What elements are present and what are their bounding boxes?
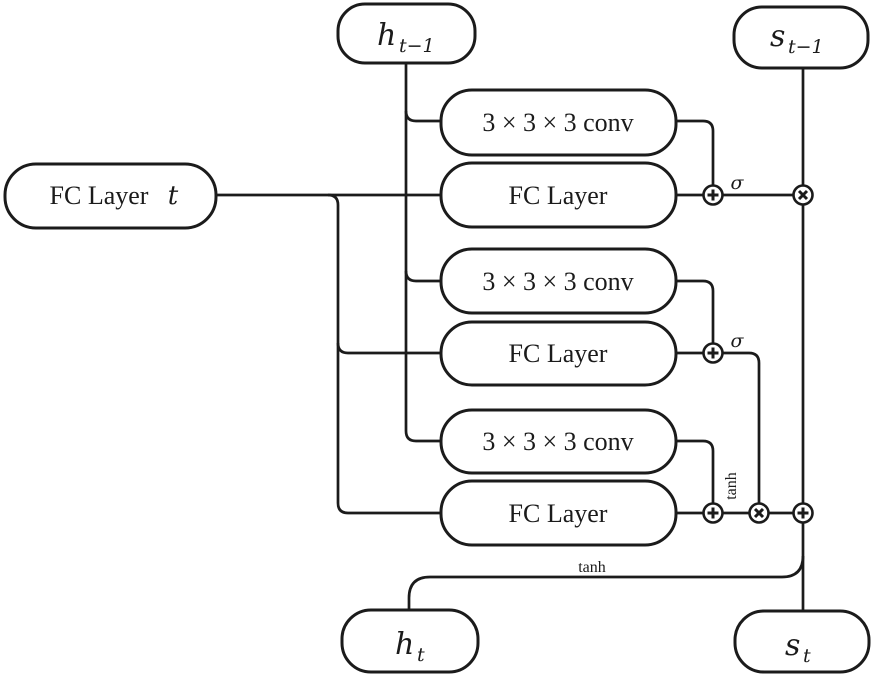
label-h-prev-subscript: t−1 [399, 35, 435, 57]
node-h-out [340, 608, 480, 674]
node-conv1 [439, 88, 678, 157]
label-tanh-output: tanh [578, 559, 606, 576]
multiply-operator-1 [792, 184, 814, 206]
node-conv3 [439, 408, 678, 475]
wire-hprev-trunk [404, 63, 441, 443]
wire-hprev-to-conv1 [404, 110, 441, 123]
label-h-out-subscript: t [417, 644, 425, 666]
wire-fcinput-to-fc2 [336, 342, 441, 355]
label-sigma-2: σ [731, 330, 745, 352]
label-fc3: FC Layer [509, 499, 608, 528]
times-icon [753, 507, 765, 519]
label-fc1: FC Layer [509, 181, 608, 210]
node-h-prev [336, 2, 477, 65]
label-fc-input-var: t [168, 181, 179, 211]
node-fc1 [439, 161, 678, 229]
plus-icon [707, 507, 719, 519]
wire-conv3-out [676, 439, 715, 504]
wire-fcinput-trunk [327, 193, 441, 515]
label-s-prev-subscript: t−1 [788, 36, 824, 58]
wire-add2-to-mul3 [722, 351, 761, 504]
node-conv2 [439, 247, 678, 315]
label-conv1: 3 × 3 × 3 conv [482, 108, 633, 137]
add-operator-3 [702, 502, 724, 524]
wire-conv2-out [676, 279, 715, 344]
labels: h t−1 s t−1 FC Layer t 3 × 3 × 3 conv FC… [50, 18, 824, 667]
multiply-operator-3 [748, 502, 770, 524]
node-fc3 [439, 479, 678, 547]
label-h-prev: h [377, 18, 396, 53]
label-fc2: FC Layer [509, 339, 608, 368]
node-s-out [733, 609, 871, 674]
label-s-prev: s [770, 19, 785, 54]
wire-tanh-to-hout [407, 555, 805, 610]
node-s-prev [732, 5, 870, 70]
label-s-out: s [785, 628, 800, 663]
add-operator-4 [792, 502, 814, 524]
plus-icon [707, 189, 719, 201]
node-fc2 [439, 320, 678, 387]
add-operator-1 [702, 184, 724, 206]
label-h-out: h [395, 627, 414, 662]
add-operator-2 [702, 342, 724, 364]
plus-icon [707, 347, 719, 359]
label-conv3: 3 × 3 × 3 conv [482, 427, 633, 456]
plus-icon [797, 507, 809, 519]
wire-conv1-out [676, 119, 715, 186]
label-s-out-subscript: t [803, 645, 811, 667]
nodes [3, 2, 871, 674]
label-fc-input: FC Layer [50, 181, 149, 210]
label-conv2: 3 × 3 × 3 conv [482, 267, 633, 296]
node-fc-input [3, 162, 218, 230]
wire-hprev-to-conv2 [404, 270, 441, 283]
label-sigma-1: σ [731, 172, 745, 194]
times-icon [797, 189, 809, 201]
operator-gates [702, 184, 814, 524]
label-tanh-gate: tanh [723, 472, 740, 500]
